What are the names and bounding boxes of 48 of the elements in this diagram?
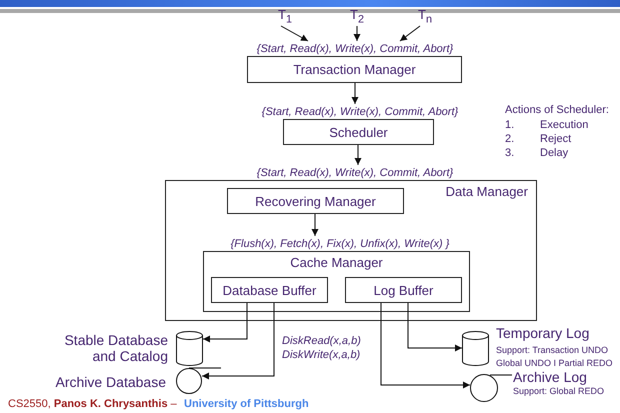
process-box: Log Buffer <box>345 277 462 303</box>
list-number: 3. <box>505 147 514 159</box>
transaction-label: T$_{1}$ <box>274 6 296 26</box>
note-text: Support: Transaction UNDO <box>496 345 608 356</box>
process-box: Scheduler <box>283 119 434 145</box>
note-text: Global UNDO I Partial REDO <box>496 358 613 369</box>
arrow <box>202 302 248 342</box>
arrow <box>400 26 420 42</box>
list-number: 2. <box>505 133 514 145</box>
operation-text: DiskWrite(x,a,b) <box>282 349 360 361</box>
archive-circle <box>470 374 498 402</box>
list-number: 1. <box>505 119 514 131</box>
heading-text: Actions of Scheduler: <box>505 104 609 116</box>
arrow <box>354 144 362 166</box>
arrow <box>380 302 470 388</box>
operation-text: DiskRead(x,a,b) <box>282 335 361 347</box>
storage-label: Archive Database <box>54 374 166 390</box>
footer-text: CS2550, Panos K. Chrysanthis – <box>8 398 177 410</box>
arrow <box>354 26 360 42</box>
list-text: Delay <box>540 147 568 159</box>
arrow <box>352 82 358 104</box>
transaction-label: T$_{n}$ <box>414 6 436 26</box>
arrow <box>202 302 274 380</box>
list-text: Execution <box>540 119 588 131</box>
arrow <box>408 302 462 352</box>
archive-circle <box>176 368 202 394</box>
operation-set: {Start, Read(x), Write(x), Commit, Abort} <box>240 165 470 180</box>
arrow <box>312 214 318 236</box>
process-box: Recovering Manager <box>227 188 404 214</box>
storage-label: Temporary Log <box>496 325 590 341</box>
list-text: Reject <box>540 133 572 145</box>
process-box: Database Buffer <box>211 277 328 303</box>
box-title: Data Manager <box>446 184 528 199</box>
box-title: Cache Manager <box>289 255 384 270</box>
container-box <box>165 180 537 321</box>
container-box <box>203 251 470 312</box>
operation-set: {Flush(x), Fetch(x), Fix(x), Unfix(x), Write(x) } <box>215 236 465 251</box>
arrow <box>280 26 308 42</box>
footer-link-text: University of Pittsburgh <box>184 398 309 410</box>
storage-cylinder <box>176 331 203 366</box>
transaction-label: T$_{2}$ <box>346 6 368 26</box>
operation-set: {Start, Read(x), Write(x), Commit, Abort} <box>240 41 470 56</box>
process-box: Transaction Manager <box>247 56 462 83</box>
storage-cylinder <box>462 331 489 366</box>
note-text: Support: Global REDO <box>513 386 604 397</box>
storage-label: Archive Log <box>513 369 587 385</box>
storage-label: Stable Database and Catalog <box>63 332 168 364</box>
operation-set: {Start, Read(x), Write(x), Commit, Abort} <box>245 104 475 119</box>
